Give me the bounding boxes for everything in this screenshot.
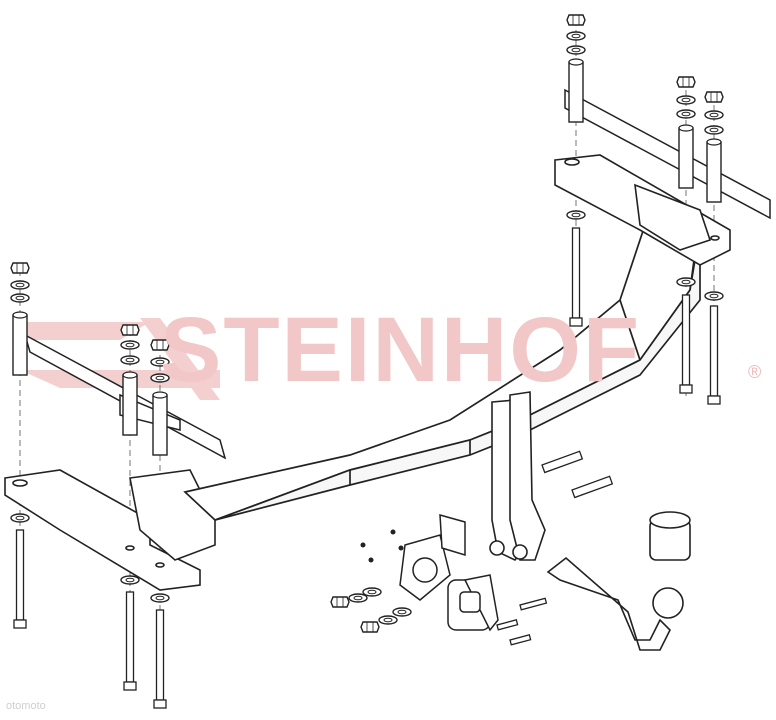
- source-caption: otomoto: [6, 700, 46, 712]
- bolt-icon: [496, 450, 614, 646]
- center-bracket: [489, 391, 546, 562]
- left-mounting-plate: [4, 469, 216, 591]
- loose-hardware: [330, 529, 412, 633]
- main-crossbar: [183, 209, 701, 521]
- socket-plate: [399, 513, 466, 601]
- tow-ball-icon: [546, 511, 691, 651]
- right-mounting-plate: [554, 154, 731, 266]
- socket-icon: [447, 574, 499, 632]
